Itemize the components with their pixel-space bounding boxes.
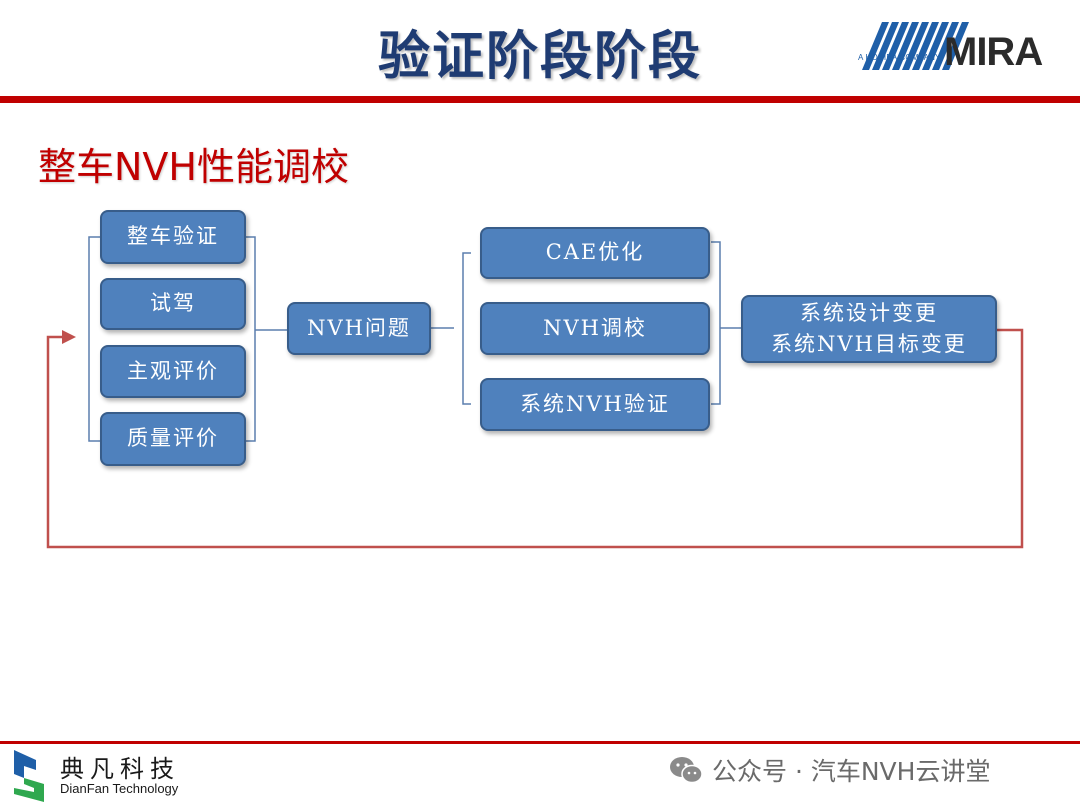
actions-left-bracket xyxy=(462,252,471,405)
actions-right-bracket xyxy=(711,241,721,405)
section-subtitle: 整车NVH性能调校 xyxy=(38,145,349,189)
wechat-icon xyxy=(670,757,703,784)
outcome-line-1: 系统设计变更 xyxy=(800,300,938,325)
outcome-line-2: 系统NVH目标变更 xyxy=(771,332,967,356)
mira-logo-stripes xyxy=(862,22,969,70)
left-bracket xyxy=(88,236,100,442)
feedback-loop-arrow xyxy=(46,328,1024,549)
action-box-cae-optimization: CAE优化 xyxy=(480,227,710,279)
action-box-nvh-tuning: NVH调校 xyxy=(480,302,710,355)
feedback-arrowhead xyxy=(62,330,76,344)
input-box-subjective-evaluation: 主观评价 xyxy=(100,345,246,398)
input-box-test-drive: 试驾 xyxy=(100,278,246,330)
brand-name-english: DianFan Technology xyxy=(60,781,179,796)
wechat-watermark: 公众号 · 汽车NVH云讲堂 xyxy=(712,757,991,786)
brand-name-chinese: 典凡科技 xyxy=(60,755,180,783)
slide-title: 验证阶段阶段 xyxy=(377,26,702,87)
input-box-quality-evaluation: 质量评价 xyxy=(100,412,246,466)
footer-divider xyxy=(0,741,1080,744)
logo-tagline: A HORIBA COMPANY xyxy=(858,53,941,62)
input-box-vehicle-validation: 整车验证 xyxy=(100,210,246,264)
logo-wordmark: MIRA xyxy=(944,30,1043,74)
dianfan-logo-icon xyxy=(14,750,44,802)
problem-box: NVH问题 xyxy=(287,302,431,355)
action-box-system-nvh-validation: 系统NVH验证 xyxy=(480,378,710,431)
outcome-box: 系统设计变更 系统NVH目标变更 xyxy=(741,295,997,363)
right-bracket xyxy=(246,236,256,442)
header-divider xyxy=(0,96,1080,103)
